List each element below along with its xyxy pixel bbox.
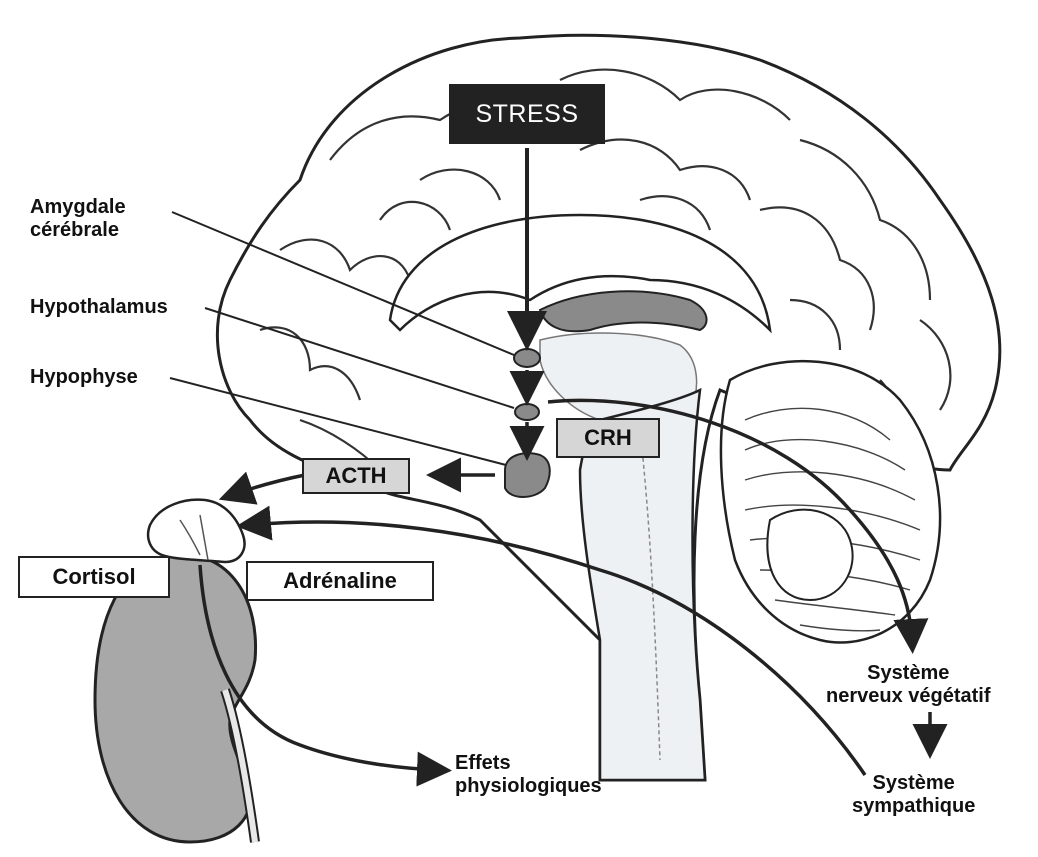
acth-to-adrenal-arrow bbox=[232, 475, 305, 495]
amygdala-shape bbox=[514, 349, 540, 367]
cortisol-label: Cortisol bbox=[18, 556, 170, 598]
autonomic-system-label: Système nerveux végétatif bbox=[826, 662, 991, 708]
hypothalamus-label: Hypothalamus bbox=[30, 296, 168, 319]
acth-label: ACTH bbox=[302, 458, 410, 494]
stress-label: STRESS bbox=[449, 84, 605, 144]
adrenal-gland bbox=[148, 500, 244, 562]
effects-label: Effets physiologiques bbox=[455, 752, 602, 798]
hypophyse-label: Hypophyse bbox=[30, 366, 138, 389]
sympathetic-system-label: Système sympathique bbox=[852, 772, 975, 818]
amygdala-label: Amygdale cérébrale bbox=[30, 196, 126, 242]
crh-label: CRH bbox=[556, 418, 660, 458]
hypothalamus-shape bbox=[515, 404, 539, 420]
adrenaline-label: Adrénaline bbox=[246, 561, 434, 601]
pituitary-shape bbox=[505, 453, 550, 497]
